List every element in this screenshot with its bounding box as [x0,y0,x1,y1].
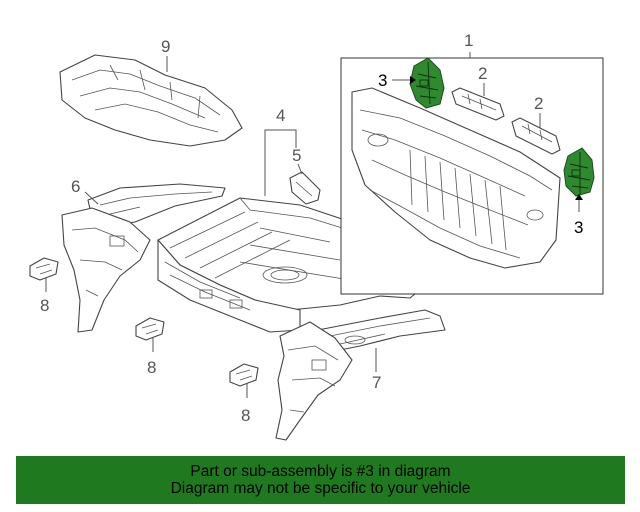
banner-line-1: Part or sub-assembly is #3 in diagram [190,463,451,480]
part-5-bracket [289,171,321,205]
part-8-bracket-left [29,257,59,281]
parts-diagram: 9 6 8 8 8 4 [29,31,604,441]
part-1-rear-body-panel [351,87,561,269]
part-2-bracket-upper [451,87,505,121]
arrowhead-3b [575,194,583,200]
leader-6 [84,191,99,205]
callout-8b: 8 [147,358,156,377]
part-6-left-rear-extension [61,183,226,333]
part-3-highlighted-bracket-lower [563,147,595,197]
leader-5 [297,163,303,175]
callout-1: 1 [464,31,473,50]
callout-8a: 8 [40,296,49,315]
callout-2a: 2 [478,64,487,83]
part-7-right-rear-extension [275,309,446,441]
part-3-highlighted-bracket-upper [409,57,445,109]
banner-line-2: Diagram may not be specific to your vehi… [170,480,471,497]
callout-7: 7 [372,373,381,392]
part-2-bracket-lower [511,117,561,155]
callout-5: 5 [292,146,301,165]
part-8-bracket-center [135,317,165,341]
callout-6: 6 [71,177,80,196]
part-8-bracket-bottom [229,363,259,387]
callout-8c: 8 [241,406,250,425]
leader-4 [264,129,297,196]
part-9-package-tray-insulator [59,54,243,147]
callout-3a: 3 [378,71,387,90]
arrowhead-3a [410,76,416,84]
callout-9: 9 [161,37,170,56]
callout-4: 4 [276,106,285,125]
callout-3b: 3 [574,218,583,237]
callout-2b: 2 [534,94,543,113]
info-banner: Part or sub-assembly is #3 in diagram Di… [16,456,625,504]
